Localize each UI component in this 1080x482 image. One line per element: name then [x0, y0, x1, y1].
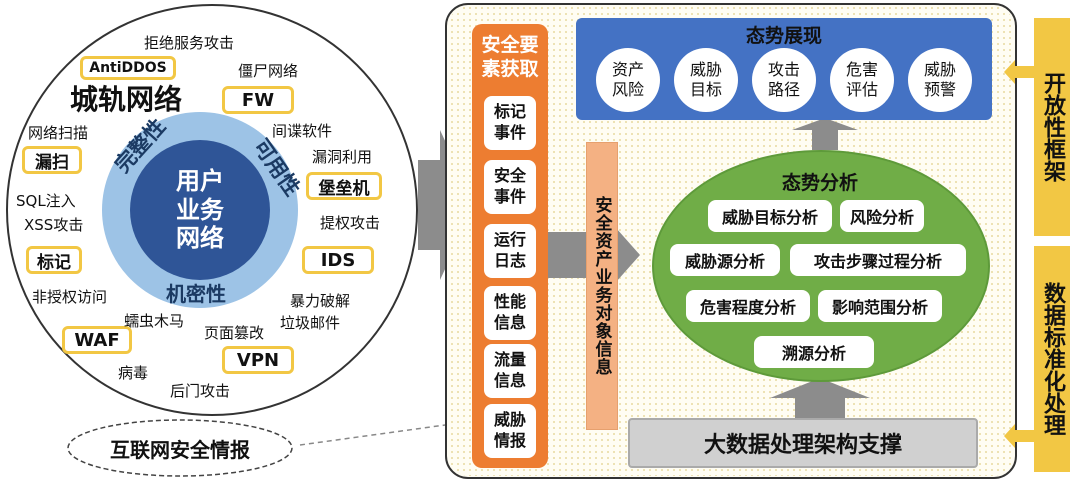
- display-title: 态势展现: [745, 24, 822, 47]
- threat-privesc: 提权攻击: [320, 214, 381, 232]
- analysis-item: 危害程度分析: [686, 290, 810, 322]
- threat-virus: 病毒: [118, 364, 149, 382]
- defense-waf: WAF: [62, 326, 132, 354]
- analysis-item: 溯源分析: [754, 336, 874, 368]
- defense-vpn: VPN: [222, 346, 294, 374]
- acquire-item: 性能信息: [484, 286, 536, 340]
- internet-intel-cloud-label: 互联网安全情报: [110, 437, 250, 462]
- defense-fw: FW: [222, 86, 294, 114]
- threat-spam: 垃圾邮件: [280, 314, 341, 332]
- acquire-item: 标记事件: [484, 96, 536, 150]
- analysis-item: 风险分析: [840, 200, 924, 232]
- core-network-label: 用户业务网络: [176, 166, 224, 253]
- analysis-title: 态势分析: [781, 171, 858, 194]
- analysis-item: 攻击步骤过程分析: [790, 244, 966, 276]
- display-item: 威胁预警: [908, 48, 972, 112]
- threat-xss: XSS攻击: [24, 216, 84, 234]
- defense-tag: 标记: [26, 246, 82, 274]
- gray-arrow-up-analysis: [770, 378, 870, 418]
- display-item: 资产风险: [596, 48, 660, 112]
- analysis-item: 威胁源分析: [670, 244, 780, 276]
- acquire-item: 威胁情报: [484, 404, 536, 458]
- threat-spyware: 间谍软件: [272, 122, 333, 140]
- display-item: 攻击路径: [752, 48, 816, 112]
- threat-netscan: 网络扫描: [28, 124, 89, 142]
- side-data-standardization: 数据标准化处理: [1034, 246, 1070, 472]
- defense-ids: IDS: [302, 246, 374, 274]
- threat-worm: 蠕虫木马: [124, 312, 185, 330]
- cloud-connector: [299, 424, 446, 446]
- defense-bastion: 堡垒机: [306, 172, 382, 200]
- acquire-item: 运行日志: [484, 224, 536, 278]
- threat-botnet: 僵尸网络: [238, 62, 299, 80]
- side-open-framework: 开放性框架: [1034, 18, 1070, 236]
- bigdata-bar: 大数据处理架构支撑: [628, 418, 978, 468]
- threat-backdoor: 后门攻击: [170, 382, 231, 400]
- defense-scan: 漏扫: [22, 146, 82, 174]
- defense-antiddos: AntiDDOS: [80, 56, 176, 80]
- gray-arrow-up-display: [792, 118, 858, 150]
- cloud-shape: [67, 419, 293, 477]
- threat-dos: 拒绝服务攻击: [144, 34, 235, 52]
- threat-bruteforce: 暴力破解: [290, 292, 351, 310]
- threat-unauth: 非授权访问: [32, 288, 108, 306]
- analysis-item: 威胁目标分析: [708, 200, 832, 232]
- display-item: 威胁目标: [674, 48, 738, 112]
- ring-confidentiality-label: 机密性: [166, 282, 226, 306]
- side-arrow-bottom: [1004, 424, 1035, 448]
- acquire-item: 流量信息: [484, 344, 536, 398]
- dark-blue-core: [130, 140, 270, 280]
- asset-info-bar: 安全资产业务对象信息: [586, 142, 618, 430]
- acquire-item: 安全事件: [484, 160, 536, 214]
- display-item: 危害评估: [830, 48, 894, 112]
- side-arrow-top: [1004, 60, 1035, 84]
- analysis-item: 影响范围分析: [818, 290, 942, 322]
- threat-sqli: SQL注入: [16, 192, 76, 210]
- acquire-title: 安全要素获取: [481, 34, 539, 80]
- threat-deface: 页面篡改: [204, 324, 265, 342]
- rail-network-title: 城轨网络: [70, 83, 183, 116]
- threat-vuln: 漏洞利用: [312, 148, 373, 166]
